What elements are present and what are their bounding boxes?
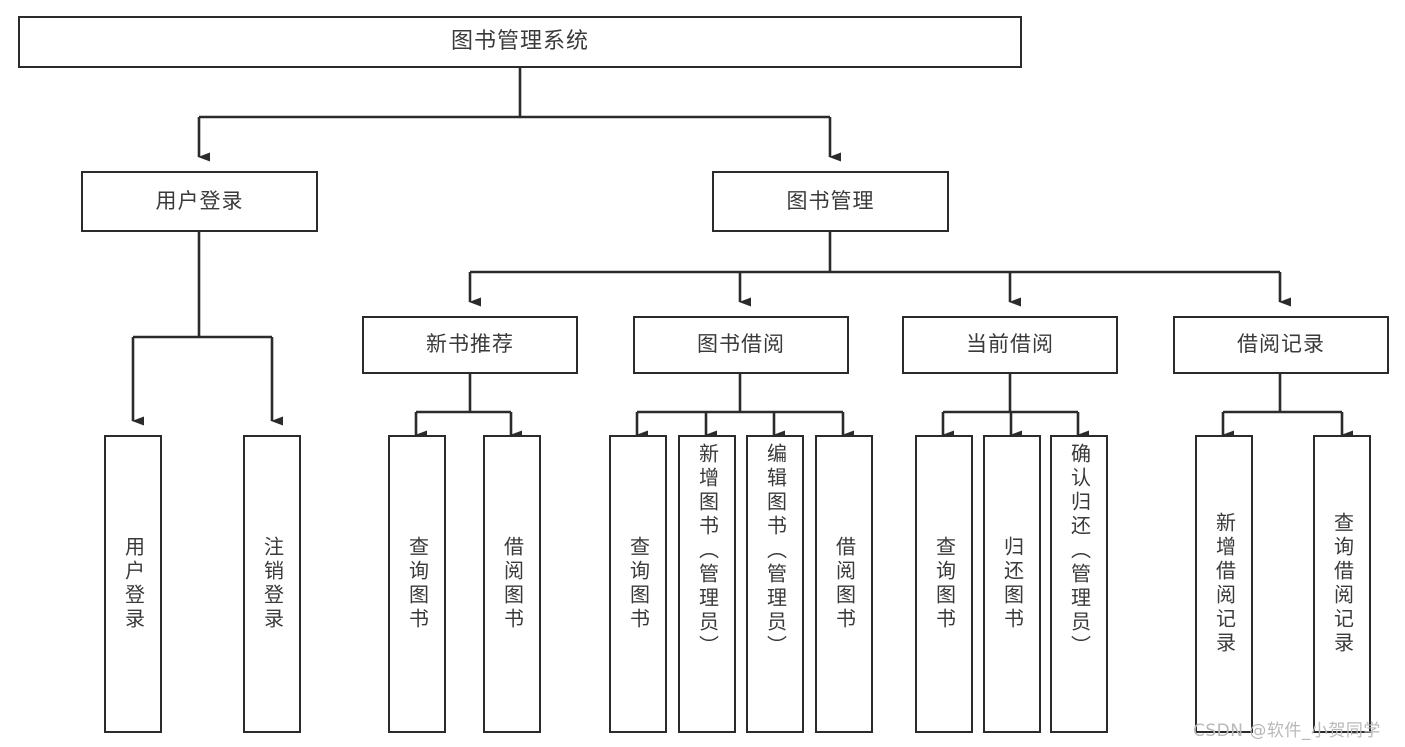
- leaf-borrow-books[interactable]: 借阅图书: [815, 435, 873, 733]
- node-book-borrowing[interactable]: 图书借阅: [633, 316, 849, 374]
- node-borrowing-record[interactable]: 借阅记录: [1173, 316, 1389, 374]
- node-book-management[interactable]: 图书管理: [712, 171, 949, 232]
- node-user-login[interactable]: 用户登录: [81, 171, 318, 232]
- node-new-book-recommendation[interactable]: 新书推荐: [362, 316, 578, 374]
- leaf-add-book-admin[interactable]: 新增图书（管理员）: [678, 435, 736, 733]
- leaf-logout[interactable]: 注销登录: [243, 435, 301, 733]
- leaf-confirm-return-admin[interactable]: 确认归还（管理员）: [1050, 435, 1108, 733]
- leaf-query-books-recommend[interactable]: 查询图书: [388, 435, 446, 733]
- node-current-borrowing[interactable]: 当前借阅: [902, 316, 1118, 374]
- csdn-watermark: CSDN @软件_小贺同学: [1193, 721, 1381, 741]
- leaf-borrow-books-recommend[interactable]: 借阅图书: [483, 435, 541, 733]
- leaf-edit-book-admin[interactable]: 编辑图书（管理员）: [746, 435, 804, 733]
- leaf-query-books-current[interactable]: 查询图书: [915, 435, 973, 733]
- leaf-user-login[interactable]: 用户登录: [104, 435, 162, 733]
- leaf-add-borrow-record[interactable]: 新增借阅记录: [1195, 435, 1253, 733]
- node-root-book-management-system[interactable]: 图书管理系统: [18, 16, 1022, 68]
- leaf-return-books[interactable]: 归还图书: [983, 435, 1041, 733]
- leaf-query-borrow-record[interactable]: 查询借阅记录: [1313, 435, 1371, 733]
- leaf-query-books-borrow[interactable]: 查询图书: [609, 435, 667, 733]
